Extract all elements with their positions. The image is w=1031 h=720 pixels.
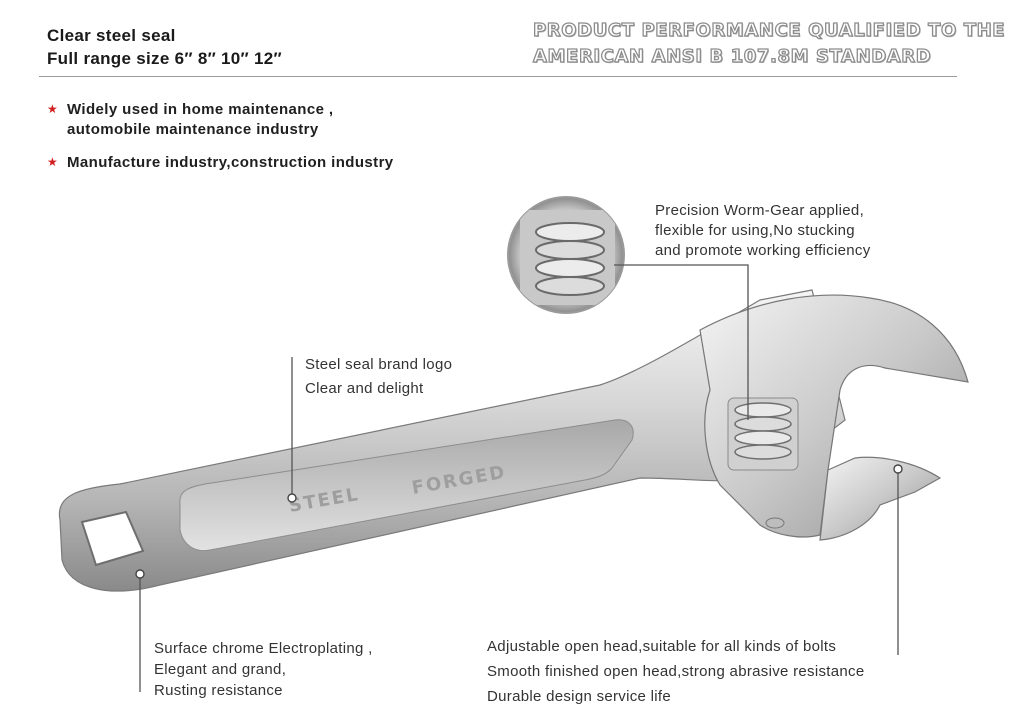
leader-worm-gear [614, 264, 749, 420]
callout-text: flexible for using,No stucking [655, 222, 855, 239]
header-line-seal: Clear steel seal [47, 26, 176, 45]
callout-text: Surface chrome Electroplating , [154, 640, 373, 657]
header-divider [39, 76, 957, 77]
star-icon: ★ [47, 102, 59, 116]
standard-line-1: PRODUCT PERFORMANCE QUALIFIED TO THE [532, 19, 1006, 41]
marker-dot-icon [135, 569, 145, 579]
star-icon: ★ [47, 155, 59, 169]
header-line-sizes: Full range size 6″ 8″ 10″ 12″ [47, 49, 282, 68]
wrench-handle [58, 289, 846, 592]
callout-head: Adjustable open head,suitable for all ki… [487, 634, 865, 709]
worm-gear-zoom [507, 196, 625, 314]
standard-banner: PRODUCT PERFORMANCE QUALIFIED TO THE AME… [532, 18, 1006, 70]
callout-text: Clear and delight [305, 380, 424, 397]
callout-text: Elegant and grand, [154, 661, 287, 678]
callout-text: Adjustable open head,suitable for all ki… [487, 638, 837, 655]
bullet-text: automobile maintenance industry [67, 121, 319, 138]
callout-logo: Steel seal brand logo Clear and delight [305, 353, 452, 401]
callout-markers [135, 464, 903, 579]
worm-gear [734, 402, 792, 460]
callout-text: and promote working efficiency [655, 242, 871, 259]
wrench-head [699, 294, 969, 541]
marker-dot-icon [893, 464, 903, 474]
callout-text: Rusting resistance [154, 682, 283, 699]
header-info: Clear steel seal Full range size 6″ 8″ 1… [47, 24, 282, 70]
callout-surface: Surface chrome Electroplating , Elegant … [154, 638, 373, 701]
callout-worm-gear: Precision Worm-Gear applied, flexible fo… [655, 201, 871, 261]
callout-leaders [139, 264, 899, 692]
bullet-text: Manufacture industry,construction indust… [67, 154, 394, 171]
standard-line-2: AMERICAN ANSI B 107.8M STANDARD [532, 45, 932, 67]
callout-text: Precision Worm-Gear applied, [655, 202, 865, 219]
bullet-item-industry: ★ Manufacture industry,construction indus… [47, 152, 394, 173]
callout-text: Smooth finished open head,strong abrasiv… [487, 663, 865, 680]
callout-text: Steel seal brand logo [305, 356, 453, 373]
callout-text: Durable design service life [487, 688, 672, 705]
bullet-item-maintenance: ★ Widely used in home maintenance , autom… [47, 99, 333, 140]
bullet-text: Widely used in home maintenance , [67, 101, 334, 118]
marker-dot-icon [287, 493, 297, 503]
